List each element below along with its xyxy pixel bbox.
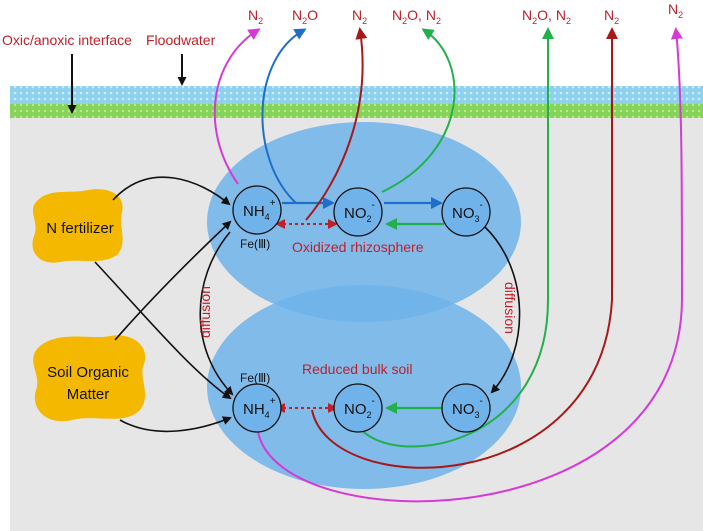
no2-upper-label: NO2- (344, 200, 375, 224)
n2-anammox-upper-emission-arrow (305, 27, 368, 221)
right-diffusion-label: diffusion (502, 282, 518, 334)
oxidized-rhizosphere-label: Oxidized rhizosphere (292, 239, 424, 255)
gas-label-n2o-n2-2: N2O, N2 (522, 7, 571, 26)
n2-feammox-lower-emission-arrow (257, 27, 684, 503)
organic-to-reduced-nh4-arrow (119, 416, 232, 433)
n2-feammox-emission-arrow (213, 28, 261, 185)
soil-organic-matter-label-line2: Matter (67, 386, 110, 403)
fertilizer-to-oxidized-nh4-arrow (112, 176, 231, 206)
gas-label-n2o-n2-1: N2O, N2 (392, 7, 441, 26)
no3-upper-node (441, 187, 491, 237)
no3-lower-label: NO3- (452, 396, 483, 420)
air-background (0, 0, 703, 86)
fe-iii-lower-label: Fe(Ⅲ) (240, 371, 270, 385)
no2-lower-node (333, 383, 383, 433)
fe-iii-upper-label: Fe(Ⅲ) (240, 237, 270, 251)
floodwater-label: Floodwater (146, 32, 216, 48)
n2o-nitrification-emission-arrow (261, 28, 307, 204)
no3-lower-node (441, 383, 491, 433)
fertilizer-to-reduced-nh4-arrow (94, 261, 232, 400)
gas-label-n2-3: N2 (604, 7, 619, 26)
soil-organic-matter-label-line1: Soil Organic (47, 364, 129, 381)
n2-anammox-lower-emission-arrow (311, 27, 618, 469)
nh4-upper-label: NH4+ (243, 198, 276, 222)
left-diffusion-label: diffusion (197, 286, 213, 338)
interface-layer (10, 104, 703, 118)
n2o-n2-denitrification-upper-emission-arrow (381, 28, 456, 193)
floodwater-layer (10, 86, 703, 104)
left-diffusion-arrow (199, 231, 234, 396)
no2-upper-node (333, 187, 383, 237)
nh4-lower-node (232, 383, 282, 433)
interface-label: Oxic/anoxic interface (2, 32, 132, 48)
n-fertilizer-blob (32, 189, 123, 263)
no2-lower-label: NO2- (344, 396, 375, 420)
nh4-lower-label: NH4+ (243, 396, 276, 420)
n2o-n2-denitrification-lower-emission-arrow (357, 27, 554, 448)
gas-label-n2-1: N2 (248, 7, 263, 26)
no3-upper-label: NO3- (452, 200, 483, 224)
organic-to-oxidized-nh4-arrow (114, 220, 232, 341)
soil-organic-matter-blob (33, 335, 146, 422)
gas-label-n2-4: N2 (668, 1, 683, 20)
right-diffusion-arrow (483, 225, 521, 394)
nh4-upper-node (232, 185, 282, 235)
gas-label-n2o-1: N2O (292, 7, 318, 26)
reduced-bulk-soil-label: Reduced bulk soil (302, 361, 413, 377)
n-fertilizer-label: N fertilizer (46, 220, 114, 237)
gas-label-n2-2: N2 (352, 7, 367, 26)
